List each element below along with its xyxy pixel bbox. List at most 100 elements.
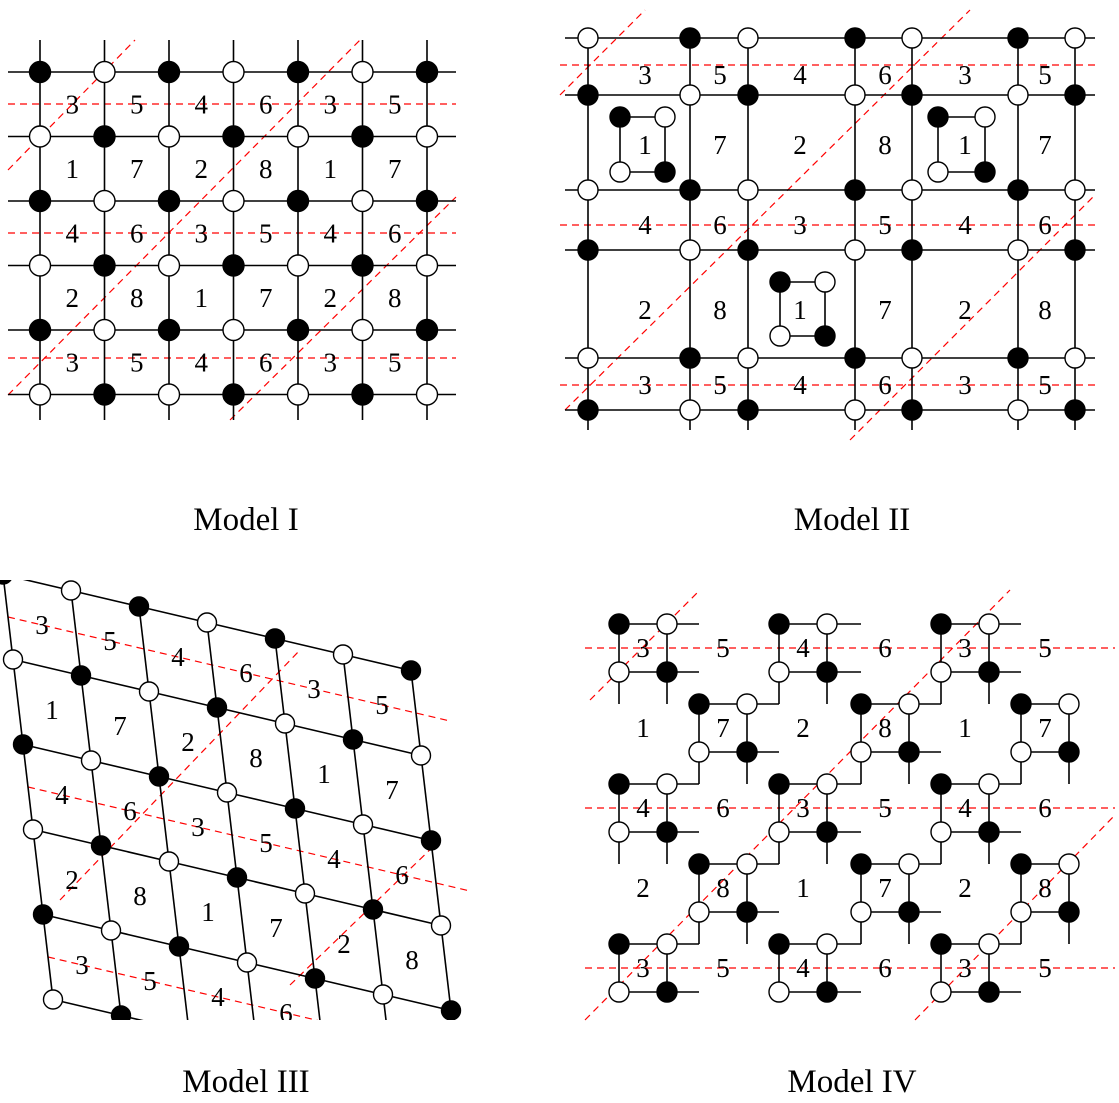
lattice-edge: [226, 792, 238, 878]
black-node: [688, 853, 710, 875]
black-node: [608, 773, 630, 795]
face-label: 5: [716, 953, 730, 983]
black-node: [264, 628, 286, 649]
white-node: [28, 383, 52, 406]
black-node: [93, 125, 116, 148]
face-label: 7: [385, 775, 399, 805]
lattice-edge: [80, 675, 92, 761]
face-label: 1: [195, 283, 209, 313]
face-label: 3: [958, 370, 972, 400]
black-node: [384, 1070, 403, 1089]
black-node: [420, 830, 442, 851]
black-node: [1058, 741, 1080, 763]
black-node: [978, 821, 1000, 843]
black-node: [351, 125, 374, 148]
white-node: [316, 1054, 335, 1073]
white-node: [768, 661, 790, 683]
face-label: 3: [195, 218, 209, 248]
black-node: [415, 60, 439, 84]
black-node: [0, 580, 12, 585]
lattice-edge: [120, 1014, 144, 1020]
face-label: 2: [337, 929, 351, 959]
white-node: [768, 821, 790, 843]
white-node: [688, 741, 710, 763]
white-node: [157, 125, 181, 148]
white-node: [930, 821, 952, 843]
lattice-edge: [90, 760, 102, 846]
white-node: [180, 1022, 199, 1041]
face-label: 7: [259, 283, 273, 313]
white-node: [737, 347, 759, 369]
face-label: 8: [259, 154, 273, 184]
black-node: [737, 239, 759, 261]
lattice-edge: [294, 807, 364, 826]
white-node: [816, 613, 838, 635]
lattice-edge: [362, 824, 374, 910]
face-label: 2: [958, 873, 972, 903]
black-node: [286, 189, 310, 213]
white-node: [286, 383, 310, 406]
face-label: 3: [347, 1014, 361, 1044]
white-node: [608, 821, 630, 843]
black-node: [901, 399, 923, 421]
black-node: [12, 734, 34, 755]
face-label: 6: [130, 218, 144, 248]
face-label: 5: [143, 966, 157, 996]
lattice-edge: [257, 1048, 325, 1064]
white-node: [410, 745, 432, 766]
black-node: [577, 399, 599, 421]
face-label: 6: [259, 89, 273, 119]
lattice-edge: [80, 674, 150, 693]
white-node: [196, 612, 218, 633]
lattice-edge: [110, 930, 122, 1016]
white-node: [688, 901, 710, 923]
white-node: [679, 84, 701, 106]
face-label: 1: [796, 873, 810, 903]
black-node: [1007, 347, 1029, 369]
lattice-nodes: [28, 60, 439, 406]
white-node: [816, 773, 838, 795]
white-node: [351, 60, 374, 84]
lattice-edge: [430, 840, 442, 926]
white-node: [736, 693, 758, 715]
black-node: [577, 239, 599, 261]
face-label: 5: [259, 828, 273, 858]
black-node: [844, 179, 866, 201]
face-label: 3: [35, 610, 49, 640]
face-label: 7: [1038, 130, 1052, 160]
white-node: [656, 773, 678, 795]
lattice-edge: [90, 759, 160, 778]
face-label: 1: [201, 897, 215, 927]
black-node: [844, 27, 866, 49]
black-node: [898, 901, 920, 923]
black-node: [768, 773, 790, 795]
black-node: [226, 867, 248, 888]
face-label: 5: [103, 626, 117, 656]
face-label: 1: [66, 154, 80, 184]
white-node: [656, 613, 678, 635]
white-node: [100, 920, 122, 941]
face-label: 6: [713, 210, 727, 240]
lattice-edge: [70, 590, 82, 676]
black-node: [128, 596, 150, 617]
lattice-edge: [148, 690, 218, 709]
white-node: [452, 1086, 471, 1103]
white-node: [901, 27, 923, 49]
white-node: [93, 60, 116, 84]
face-label: 7: [130, 154, 144, 184]
black-node: [901, 84, 923, 106]
black-node: [70, 665, 92, 686]
white-node: [978, 613, 1000, 635]
face-label: 8: [249, 743, 263, 773]
black-node: [222, 125, 245, 148]
face-label: 7: [713, 130, 727, 160]
face-label: 1: [958, 713, 972, 743]
face-label: 8: [713, 295, 727, 325]
lattice-edge: [352, 739, 364, 825]
face-label: 8: [1038, 873, 1052, 903]
face-label: 7: [1038, 713, 1052, 743]
black-node: [1010, 853, 1032, 875]
cut-line: [7, 39, 361, 396]
